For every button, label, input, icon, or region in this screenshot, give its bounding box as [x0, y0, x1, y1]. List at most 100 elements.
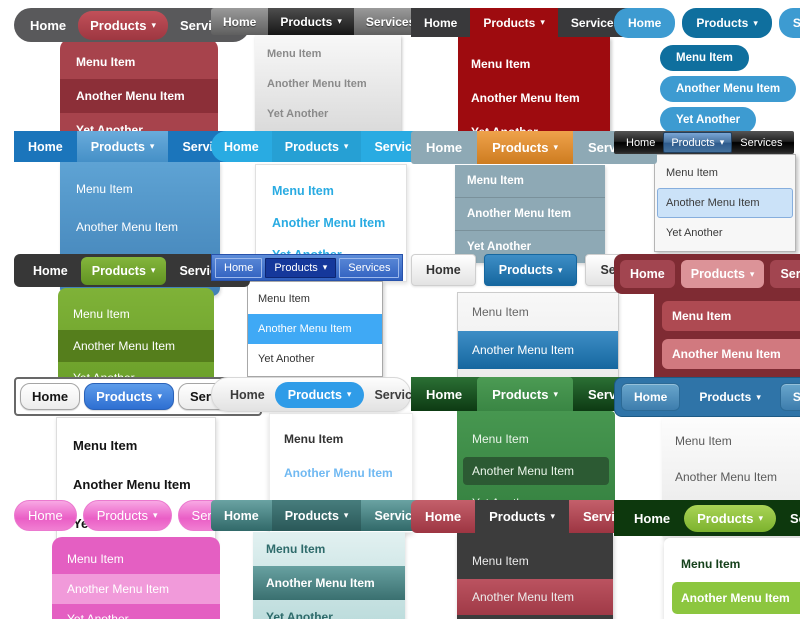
nav-item-products[interactable]: Products ▾: [483, 254, 578, 286]
dropdown-item-1[interactable]: Menu Item: [675, 434, 732, 448]
nav-item-products[interactable]: Products ▾: [475, 500, 569, 533]
nav-item-services[interactable]: Services: [770, 260, 800, 288]
nav-item-home[interactable]: Home: [211, 131, 272, 162]
nav-item-products[interactable]: Products ▾: [477, 131, 573, 164]
nav-item-home[interactable]: Home: [411, 377, 477, 411]
nav-home-label: Home: [223, 14, 257, 29]
dropdown-item-1[interactable]: Menu Item: [660, 45, 749, 71]
dropdown-item-1[interactable]: Menu Item: [681, 557, 741, 571]
nav-item-home[interactable]: Home: [620, 260, 675, 288]
dropdown-item-3[interactable]: Yet Another: [267, 108, 329, 120]
dropdown-item-1[interactable]: Menu Item: [472, 554, 529, 568]
dropdown-item-2[interactable]: Another Menu Item: [52, 574, 220, 604]
nav-item-home[interactable]: Home: [211, 8, 268, 35]
nav-item-products[interactable]: Products ▾: [82, 500, 172, 531]
dropdown-item-1[interactable]: Menu Item: [266, 542, 326, 556]
dropdown-item-2[interactable]: Another Menu Item: [253, 566, 405, 600]
dropdown-item-2[interactable]: Another Menu Item: [672, 582, 800, 614]
nav-item-home[interactable]: Home: [411, 131, 477, 164]
dropdown-item-3[interactable]: Yet Another: [660, 107, 757, 133]
nav-item-services[interactable]: Services: [339, 257, 400, 278]
nav-item-home[interactable]: Home: [614, 8, 676, 38]
nav-item-home[interactable]: Home: [621, 383, 681, 411]
dropdown-item-1[interactable]: Menu Item: [67, 552, 124, 566]
nav-item-products[interactable]: Products ▾: [470, 8, 558, 37]
nav-item-products[interactable]: Products ▾: [271, 500, 362, 531]
dropdown-item-2[interactable]: Another Menu Item: [675, 470, 778, 484]
dropdown-item-3[interactable]: Yet Another: [467, 241, 532, 253]
nav-item-products[interactable]: Products ▾: [268, 8, 354, 35]
nav-item-products[interactable]: Products ▾: [682, 8, 772, 38]
menu-sample-18: Home Products ▾ Services Menu Item Anoth…: [211, 500, 439, 619]
dropdown-item-1[interactable]: Menu Item: [267, 48, 322, 60]
nav-item-products[interactable]: Products ▾: [477, 377, 573, 411]
dropdown-item-1[interactable]: Menu Item: [284, 432, 344, 446]
nav-item-services[interactable]: Services: [354, 8, 427, 35]
nav-item-home[interactable]: Home: [211, 500, 272, 531]
nav-item-home[interactable]: Home: [411, 8, 470, 37]
dropdown-item-1[interactable]: Menu Item: [73, 438, 138, 453]
dropdown-item-2[interactable]: Another Menu Item: [272, 216, 386, 230]
dropdown-item-2[interactable]: Another Menu Item: [73, 477, 191, 492]
dropdown-item-1[interactable]: Menu Item: [472, 305, 529, 319]
nav-item-home[interactable]: Home: [215, 257, 263, 278]
nav-item-products[interactable]: Products ▾: [84, 383, 174, 410]
dropdown-item-2[interactable]: Another Menu Item: [471, 91, 580, 105]
nav-home-label: Home: [224, 261, 254, 274]
nav-item-products[interactable]: Products ▾: [80, 256, 167, 285]
dropdown-item-1[interactable]: Menu Item: [455, 165, 605, 198]
dropdown-item-3[interactable]: Yet Another: [266, 610, 333, 619]
nav-item-services[interactable]: Services: [778, 8, 800, 38]
nav-item-home[interactable]: Home: [411, 254, 476, 286]
dropdown-item-2[interactable]: Another Menu Item: [463, 457, 609, 485]
dropdown-item-1[interactable]: Menu Item: [76, 55, 136, 69]
dropdown-item-2[interactable]: Another Menu Item: [455, 198, 605, 231]
nav-item-products[interactable]: Products ▾: [271, 131, 362, 162]
dropdown-item-1[interactable]: Menu Item: [472, 432, 529, 446]
dropdown-item-1[interactable]: Menu Item: [73, 307, 130, 321]
nav-item-home[interactable]: Home: [24, 264, 77, 278]
nav-item-products[interactable]: Products ▾: [684, 504, 776, 532]
nav-item-services[interactable]: Services: [779, 383, 800, 411]
dropdown-item-1[interactable]: Menu Item: [662, 301, 800, 331]
nav-item-home[interactable]: Home: [14, 131, 77, 162]
dropdown-item-3[interactable]: Yet Another: [666, 227, 723, 239]
dropdown-item-2[interactable]: Another Menu Item: [657, 188, 793, 218]
nav-services-label: Services: [790, 510, 800, 526]
nav-item-products[interactable]: Products ▾: [76, 131, 169, 162]
nav-item-products[interactable]: Products ▾: [265, 257, 337, 278]
dropdown-item-1[interactable]: Menu Item: [76, 182, 133, 196]
nav-item-services[interactable]: Services: [558, 8, 633, 37]
nav-item-products[interactable]: Products ▾: [663, 132, 733, 153]
dropdown-item-1[interactable]: Menu Item: [471, 57, 531, 71]
nav-item-home[interactable]: Home: [14, 500, 77, 531]
dropdown-item-2[interactable]: Another Menu Item: [458, 331, 618, 369]
nav-item-services[interactable]: Services: [732, 131, 790, 154]
dropdown-item-3[interactable]: Yet Another: [258, 353, 315, 365]
dropdown-item-2[interactable]: Another Menu Item: [284, 466, 393, 480]
nav-item-home[interactable]: Home: [618, 131, 663, 154]
nav-item-home[interactable]: Home: [20, 383, 81, 410]
nav-item-products[interactable]: Products ▾: [687, 384, 773, 410]
nav-item-products[interactable]: Products ▾: [680, 260, 765, 288]
dropdown-item-2[interactable]: Another Menu Item: [76, 220, 179, 234]
dropdown-item-2[interactable]: Another Menu Item: [457, 579, 613, 615]
nav-item-home[interactable]: Home: [30, 18, 66, 33]
dropdown-item-2[interactable]: Another Menu Item: [58, 330, 214, 362]
nav-item-home[interactable]: Home: [411, 500, 475, 533]
nav-item-home[interactable]: Home: [220, 388, 275, 402]
dropdown-item-2[interactable]: Another Menu Item: [662, 339, 800, 369]
dropdown-item-1[interactable]: Menu Item: [666, 167, 718, 179]
dropdown-item-2[interactable]: Another Menu Item: [248, 314, 382, 344]
dropdown-item-2[interactable]: Another Menu Item: [267, 78, 367, 90]
dropdown-item-2[interactable]: Another Menu Item: [660, 76, 797, 102]
nav-item-services[interactable]: Services: [784, 511, 800, 526]
dropdown-item-1[interactable]: Menu Item: [258, 293, 310, 305]
dropdown-item-1[interactable]: Menu Item: [272, 184, 334, 198]
dropdown-item-2[interactable]: Another Menu Item: [60, 79, 218, 113]
nav-item-products[interactable]: Products ▾: [78, 10, 168, 40]
dropdown-item-3[interactable]: Yet Another: [67, 612, 129, 619]
nav-item-products[interactable]: Products ▾: [274, 381, 365, 408]
nav-item-home[interactable]: Home: [628, 511, 676, 526]
dropdown-item-3[interactable]: Yet Another: [457, 615, 613, 619]
